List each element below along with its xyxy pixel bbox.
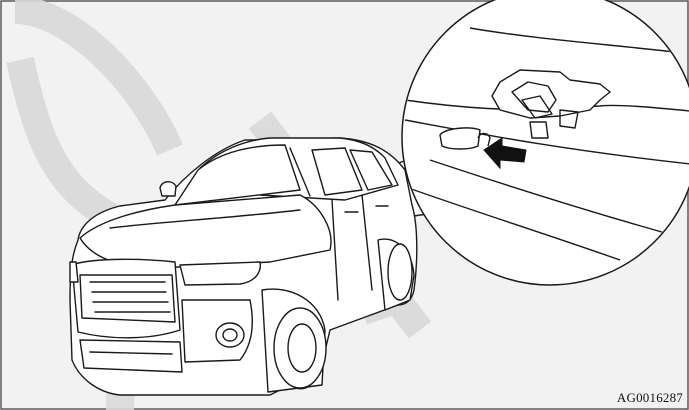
figure-code: AG0016287	[617, 390, 683, 406]
